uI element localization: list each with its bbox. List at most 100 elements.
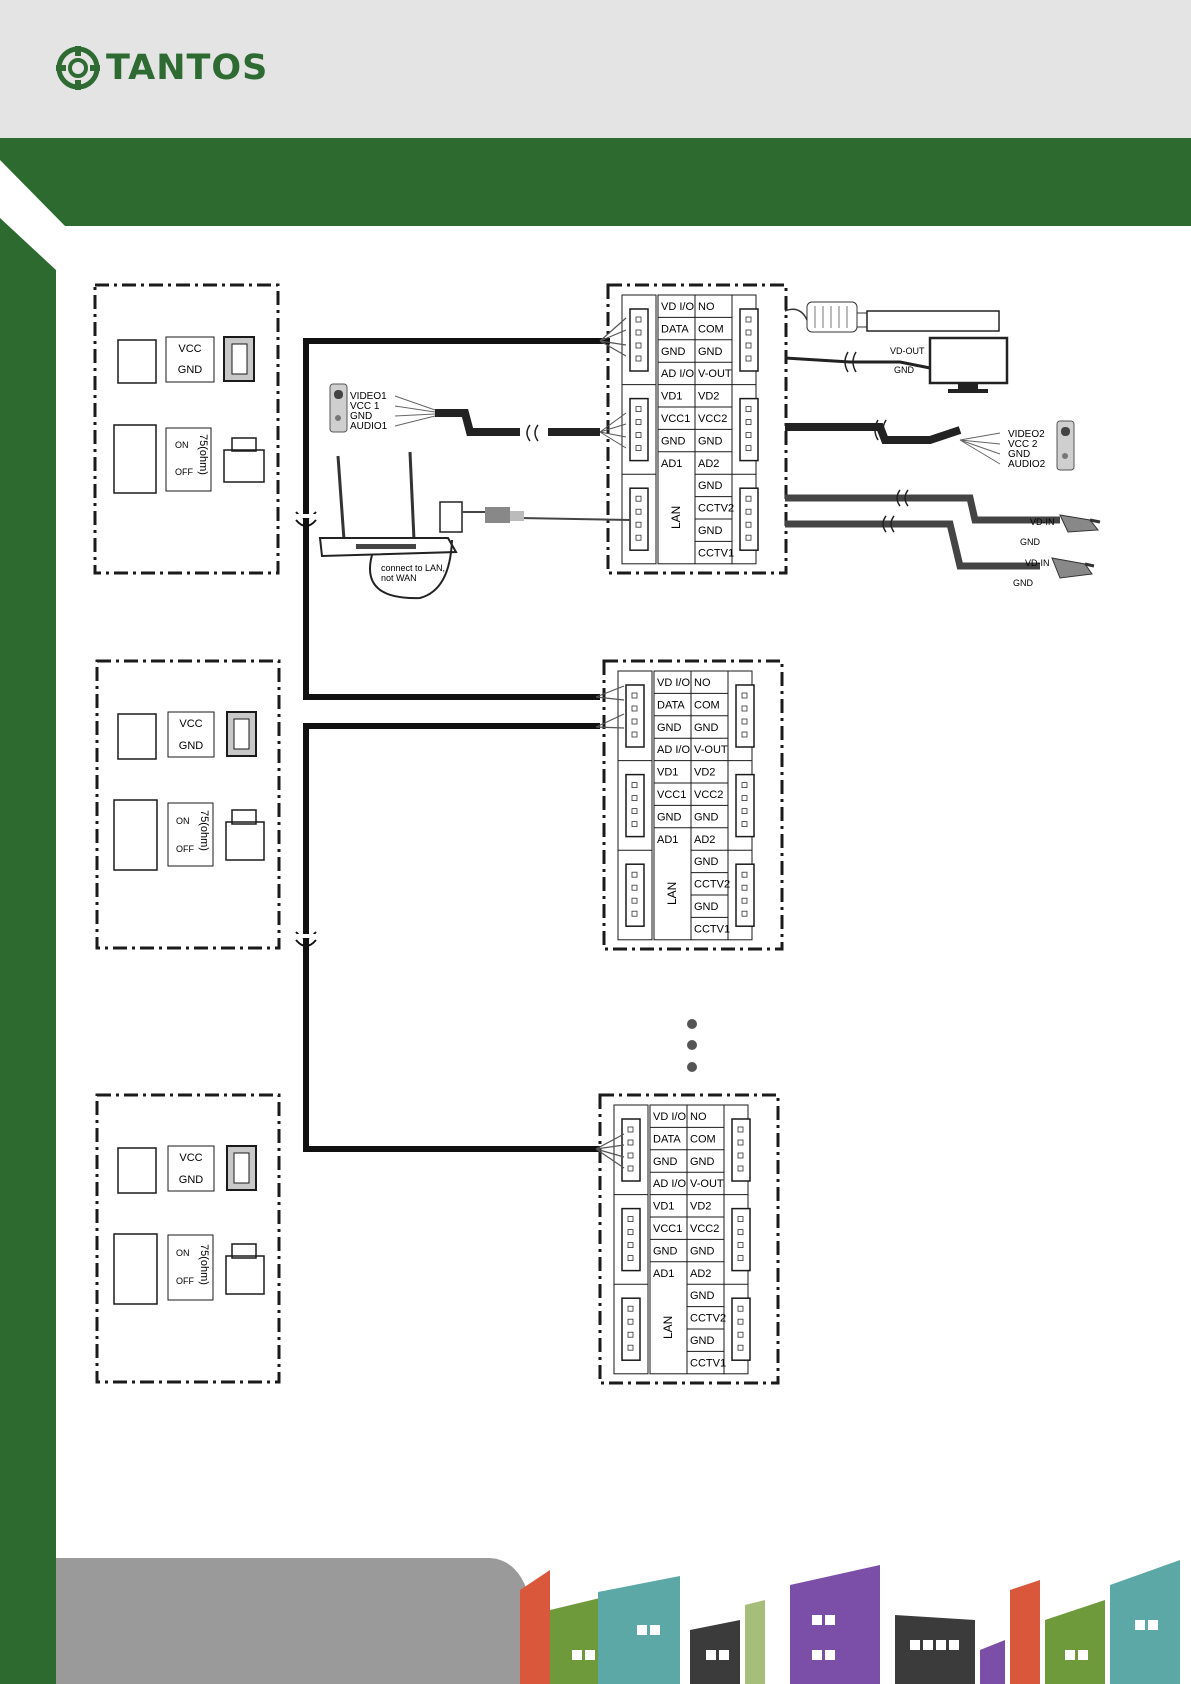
terminal-left-label: GND <box>653 1245 678 1257</box>
terminal-right-label: GND <box>690 1245 715 1257</box>
router-note-line2: not WAN <box>381 573 417 583</box>
green-side-stripe <box>0 218 56 1684</box>
terminal-right-label: VCC2 <box>690 1223 719 1235</box>
terminal-left-label: VD I/O <box>653 1111 686 1123</box>
terminal-right-label: VCC2 <box>694 789 723 801</box>
call-panel-1: VIDEO1 VCC 1 GND AUDIO1 <box>329 383 627 449</box>
terminal-right-label: GND <box>698 346 723 358</box>
switch-off-label: OFF <box>176 844 194 854</box>
monitor-2: VCC GND ON OFF 75(ohm) <box>95 659 281 950</box>
terminal-right-label: V-OUT <box>698 368 732 380</box>
panel1-vcc-label: VCC 1 <box>350 401 380 412</box>
terminal-left-label: GND <box>661 435 686 447</box>
skyline-decoration <box>56 1558 1180 1684</box>
fan-out-wires <box>595 317 627 1169</box>
camera2-gnd-label: GND <box>1020 537 1041 547</box>
switch-on-label: ON <box>175 440 189 450</box>
terminal-left-label: VD1 <box>661 391 682 403</box>
cctv-cameras: VD-IN GND VD-IN GND <box>785 489 1101 588</box>
terminal-left-label: VD1 <box>653 1201 674 1213</box>
terminal-left-label: DATA <box>661 323 689 335</box>
terminal-right-label: COM <box>694 699 720 711</box>
panel2-gnd-label: GND <box>1008 449 1030 460</box>
switch-on-label: ON <box>176 1248 190 1258</box>
panel2-vcc-label: VCC 2 <box>1008 439 1038 450</box>
terminal-left-label: VCC1 <box>653 1223 682 1235</box>
terminal-left-label: VD I/O <box>661 301 694 313</box>
terminal-left-label: AD I/O <box>653 1178 686 1190</box>
switch-off-label: OFF <box>176 1276 194 1286</box>
terminal-right-label: GND <box>698 525 723 537</box>
panel2-audio-label: AUDIO2 <box>1008 459 1046 470</box>
monitor-gnd-label: GND <box>179 740 204 752</box>
terminal-right-label: GND <box>698 480 723 492</box>
terminal-left-label: GND <box>657 811 682 823</box>
terminal-lan-label: LAN <box>661 1316 675 1339</box>
terminal-left-label: VD I/O <box>657 677 690 689</box>
terminal-left-label: GND <box>657 722 682 734</box>
terminal-left-label: AD1 <box>657 834 678 846</box>
brand-name: TANTOS <box>106 48 269 88</box>
terminal-right-label: GND <box>694 901 719 913</box>
terminal-left-label: DATA <box>657 699 685 711</box>
brand-logo: TANTOS <box>56 44 268 92</box>
terminal-left-label: DATA <box>653 1133 681 1145</box>
panel2-video-label: VIDEO2 <box>1008 429 1045 440</box>
terminal-lan-label: LAN <box>669 506 683 529</box>
header-band: TANTOS <box>0 0 1191 138</box>
camera2-vd-in-label: VD-IN <box>1030 517 1055 527</box>
terminal-left-label: AD I/O <box>661 368 694 380</box>
terminal-right-label: V-OUT <box>694 744 728 756</box>
impedance-label: 75(ohm) <box>198 1244 210 1285</box>
terminal-right-label: GND <box>690 1156 715 1168</box>
router: connect to LAN, not WAN <box>318 451 631 600</box>
terminal-right-label: GND <box>698 435 723 447</box>
monitor-vcc-label: VCC <box>179 1152 202 1164</box>
terminal-left-label: GND <box>661 346 686 358</box>
call-panel-2: VIDEO2 VCC 2 GND AUDIO2 <box>785 419 1075 471</box>
terminal-right-label: CCTV2 <box>690 1313 726 1325</box>
terminal-right-label: VD2 <box>690 1201 711 1213</box>
terminal-right-label: VD2 <box>694 767 715 779</box>
terminal-lan-label: LAN <box>665 882 679 905</box>
switch-on-label: ON <box>176 816 190 826</box>
terminal-right-label: NO <box>690 1111 707 1123</box>
brand-mark-icon <box>56 46 100 90</box>
switch-off-label: OFF <box>175 467 193 477</box>
terminal-left-label: GND <box>653 1156 678 1168</box>
impedance-label: 75(ohm) <box>197 434 209 475</box>
monitor-vcc-label: VCC <box>178 343 201 355</box>
continuation-dots <box>687 1019 697 1072</box>
cable-break-marks <box>295 511 317 947</box>
camera1-vd-in-label: VD-IN <box>1025 558 1050 568</box>
terminal-left-label: VCC1 <box>661 413 690 425</box>
router-note-line1: connect to LAN, <box>381 563 445 573</box>
panel1-audio-label: AUDIO1 <box>350 421 388 432</box>
terminal-right-label: CCTV2 <box>698 503 734 515</box>
tv-gnd-label: GND <box>894 365 915 375</box>
terminal-left-label: AD I/O <box>657 744 690 756</box>
terminal-right-label: VCC2 <box>698 413 727 425</box>
panel1-gnd-label: GND <box>350 411 372 422</box>
terminal-right-label: COM <box>690 1133 716 1145</box>
impedance-label: 75(ohm) <box>198 810 210 851</box>
terminal-right-label: GND <box>694 811 719 823</box>
monitor-1: VCC GND ON OFF 75(ohm) <box>93 283 280 575</box>
terminal-right-label: CCTV1 <box>694 923 730 935</box>
terminal-right-label: NO <box>694 677 711 689</box>
terminal-right-label: CCTV2 <box>694 879 730 891</box>
terminal-right-label: GND <box>694 856 719 868</box>
terminal-right-label: NO <box>698 301 715 313</box>
terminal-right-label: AD2 <box>694 834 715 846</box>
panel1-video-label: VIDEO1 <box>350 391 387 402</box>
tv-vd-out-label: VD-OUT <box>890 346 925 356</box>
bus-wiring <box>303 338 610 1152</box>
terminal-right-label: CCTV1 <box>690 1357 726 1369</box>
monitor-vcc-label: VCC <box>179 718 202 730</box>
tv-monitor: VD-OUT GND <box>784 336 1009 393</box>
terminal-right-label: AD2 <box>698 458 719 470</box>
green-header-stripe <box>0 138 1191 226</box>
